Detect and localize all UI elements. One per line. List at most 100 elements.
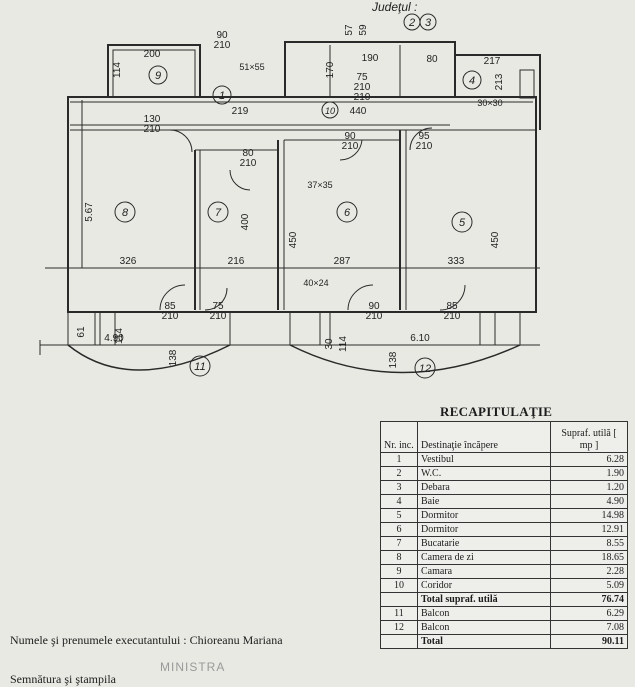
cell-area: 1.90 [550, 466, 628, 481]
cell-nr: 6 [380, 522, 418, 537]
dim-label: 138 [168, 349, 179, 366]
dim-label: 210 [444, 311, 461, 322]
cell-area: 7.08 [550, 620, 628, 635]
judet-label: Judeţul : [372, 0, 418, 14]
dim-label: 210 [354, 92, 371, 103]
room-10-marker: 10 [325, 106, 335, 116]
dim-label: 200 [144, 49, 161, 60]
cell-name: Total supraf. utilă [417, 592, 551, 607]
dim-label: 114 [112, 62, 123, 78]
cell-name: Camera de zi [417, 550, 551, 565]
room-6-marker: 6 [344, 207, 351, 219]
cell-area: 76.74 [550, 592, 628, 607]
cell-name: Camara [417, 564, 551, 579]
room-11-marker: 11 [194, 361, 205, 373]
dim-label: 210 [162, 311, 179, 322]
cell-nr [380, 634, 418, 649]
dim-label: 450 [288, 231, 299, 248]
cell-name: Baie [417, 494, 551, 509]
dim-label: 210 [240, 158, 257, 169]
cell-area: 14.98 [550, 508, 628, 523]
room-2-marker: 2 [408, 17, 415, 29]
dim-label: 210 [214, 40, 231, 51]
dim-label: 59 [358, 24, 369, 36]
dim-label: 130 [144, 114, 161, 125]
dim-label: 57 [344, 24, 355, 36]
cell-area: 90.11 [550, 634, 628, 649]
dim-label: 80 [426, 54, 438, 65]
cell-area: 18.65 [550, 550, 628, 565]
cell-nr: 7 [380, 536, 418, 551]
cell-name: Debara [417, 480, 551, 495]
cell-name: Coridor [417, 578, 551, 593]
dim-label: 287 [334, 256, 351, 267]
room-5-marker: 5 [459, 217, 466, 229]
stamp-text: MINISTRA [160, 660, 226, 674]
dim-label: 210 [144, 124, 161, 135]
cell-nr: 10 [380, 578, 418, 593]
dim-label: 75 [356, 72, 368, 83]
dim-label: 210 [354, 82, 371, 93]
dim-label: 114 [114, 328, 125, 344]
executant-name: Numele şi prenumele executantului : Chio… [10, 633, 283, 647]
room-4-marker: 4 [469, 75, 475, 87]
dim-label: 75 [212, 301, 224, 312]
cell-nr: 12 [380, 620, 418, 635]
dim-label: 5.67 [84, 202, 95, 222]
floor-plan: 9 1 2 3 4 10 8 7 6 5 11 12 200 114 90 21… [39, 13, 541, 379]
dim-label: 210 [342, 141, 359, 152]
cell-area: 4.90 [550, 494, 628, 509]
cell-name: Bucatarie [417, 536, 551, 551]
cell-name: Total [417, 634, 551, 649]
room-9-marker: 9 [155, 70, 161, 82]
cell-nr: 2 [380, 466, 418, 481]
cell-name: Balcon [417, 606, 551, 621]
cell-area: 5.09 [550, 578, 628, 593]
cell-name: Vestibul [417, 452, 551, 467]
dim-label: 40×24 [303, 278, 328, 288]
dim-label: 440 [350, 106, 367, 117]
col-header-nr: Nr. inc. [380, 421, 418, 453]
dim-label: 450 [490, 231, 501, 248]
cell-area: 8.55 [550, 536, 628, 551]
cell-nr: 5 [380, 508, 418, 523]
dim-label: 80 [242, 148, 254, 159]
cell-name: W.C. [417, 466, 551, 481]
dim-label: 51×55 [239, 62, 264, 72]
dim-label: 333 [448, 256, 465, 267]
col-header-destinatie: Destinaţie încăpere [417, 421, 551, 453]
dim-label: 210 [210, 311, 227, 322]
dim-label: 90 [368, 301, 380, 312]
dim-label: 217 [484, 56, 501, 67]
cell-nr: 1 [380, 452, 418, 467]
dim-label: 30×30 [477, 98, 502, 108]
col-header-suprafata: Supraf. utilă [ mp ] [550, 421, 628, 453]
cell-area: 2.28 [550, 564, 628, 579]
cell-nr: 3 [380, 480, 418, 495]
cell-area: 6.29 [550, 606, 628, 621]
dim-label: 61 [76, 326, 87, 338]
dim-label: 30 [324, 338, 335, 350]
dim-label: 114 [338, 336, 349, 352]
dim-label: 85 [164, 301, 176, 312]
dim-label: 37×35 [307, 180, 332, 190]
cell-nr: 9 [380, 564, 418, 579]
dim-label: 213 [494, 73, 505, 90]
dim-label: 400 [240, 213, 251, 230]
dim-label: 170 [325, 61, 336, 78]
cell-area: 6.28 [550, 452, 628, 467]
room-1-marker: 1 [219, 90, 225, 102]
dim-label: 90 [344, 131, 356, 142]
dim-label: 326 [120, 256, 137, 267]
